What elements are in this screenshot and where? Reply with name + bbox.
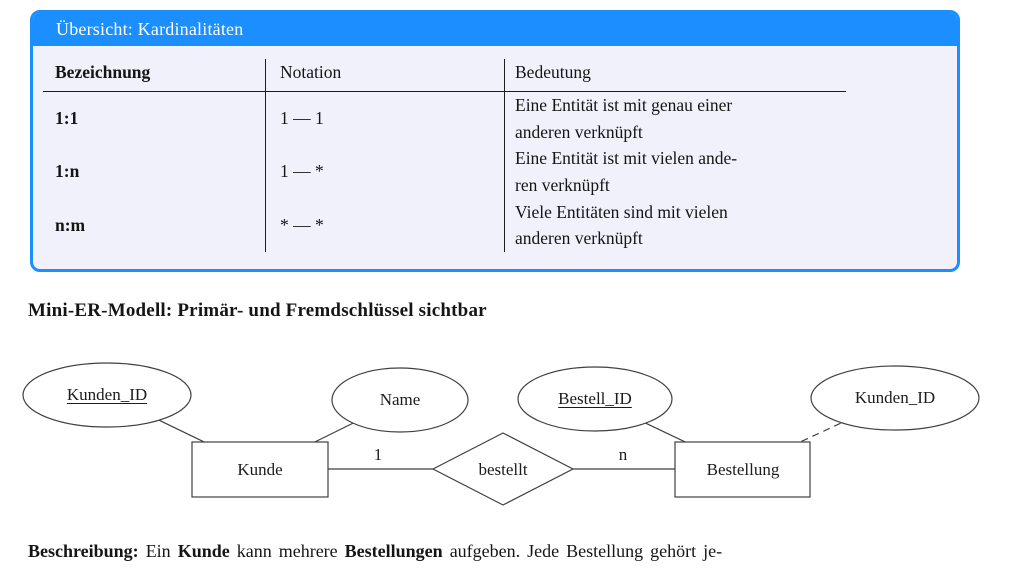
attribute-ellipse-name (331, 367, 469, 433)
er-diagram-shapes (22, 362, 980, 506)
table-row-term: 1:n (55, 161, 80, 181)
table-row-term: n:m (55, 214, 86, 235)
table-header-notation: Notation (265, 59, 504, 92)
cardinality-infobox: Übersicht: Kardinalitäten Bezeichnung No… (30, 10, 960, 272)
entity-label-kunde: Kunde (237, 460, 283, 479)
attribute-ellipse-kunden-id-fk (810, 365, 980, 431)
attribute-label-kunden-id: Kunden_ID (66, 385, 148, 404)
attribute-label-name: Name (379, 390, 421, 409)
entity-rect-kunde (191, 441, 329, 498)
description-segment: kann mehrere (229, 541, 345, 561)
description-paragraph: Beschreibung: Ein Kunde kann mehrere Bes… (28, 541, 980, 562)
attribute-label-bestell-id: Bestell_ID (558, 389, 632, 408)
table-header-bedeutung: Bedeutung (504, 59, 846, 92)
table-row-notation: 1 — 1 (265, 92, 504, 145)
table-row-meaning: Eine Entität ist mit vielen ande- ren ve… (504, 145, 846, 198)
table-row-term: 1:1 (55, 108, 79, 128)
meaning-line: anderen verknüpft (515, 121, 643, 142)
meaning-line: ren verknüpft (515, 174, 610, 195)
attribute-label-kunden-id-fk: Kunden_ID (854, 388, 936, 407)
table-row-meaning: Eine Entität ist mit genau einer anderen… (504, 92, 846, 145)
table-row-notation: * — * (265, 198, 504, 252)
entity-label-bestellung: Bestellung (706, 460, 780, 479)
meaning-line: Viele Entitäten sind mit vielen (515, 201, 728, 222)
infobox-title: Übersicht: Kardinalitäten (33, 13, 957, 46)
relationship-label-bestellt: bestellt (478, 460, 528, 479)
meaning-line: anderen verknüpft (515, 228, 643, 248)
description-segment: aufgeben. Jede Bestellung gehört je- (442, 541, 723, 561)
cardinality-table: Bezeichnung Notation Bedeutung 1:1 1 — 1… (43, 59, 846, 252)
description-segment: Kunde (177, 541, 230, 561)
table-row-meaning: Viele Entitäten sind mit vielen anderen … (504, 198, 846, 252)
description-segment: Ein (138, 541, 178, 561)
relationship-diamond-bestellt (431, 432, 575, 506)
attribute-ellipse-kunden-id (22, 362, 192, 428)
meaning-line: Eine Entität ist mit genau einer (515, 95, 733, 115)
er-diagram: Kunden_ID Name Bestell_ID Kunden_ID Kund… (0, 355, 1024, 515)
description-segment: Beschreibung: (28, 541, 139, 561)
table-header-bezeichnung: Bezeichnung (43, 59, 265, 92)
cardinality-label-n: n (618, 445, 628, 464)
meaning-line: Eine Entität ist mit vielen ande- (515, 148, 738, 168)
description-segment: Bestellungen (344, 541, 443, 561)
attribute-ellipse-bestell-id (517, 366, 673, 432)
cardinality-label-1: 1 (373, 445, 383, 464)
er-model-heading: Mini-ER-Modell: Primär- und Fremdschlüss… (28, 300, 487, 321)
table-row-notation: 1 — * (265, 145, 504, 198)
entity-rect-bestellung (674, 441, 811, 498)
